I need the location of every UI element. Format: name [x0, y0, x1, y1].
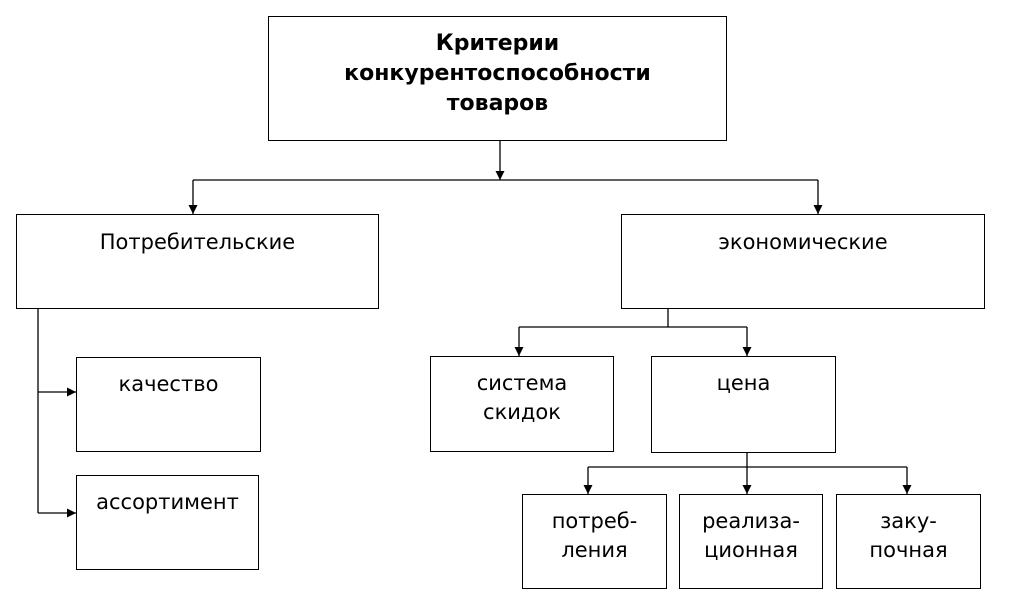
quality-node-label: качество: [118, 372, 219, 396]
root-node: Критерии конкурентоспособности товаров: [268, 16, 727, 141]
purchase-price-node: заку- почная: [836, 494, 981, 589]
consumer-node: Потребительские: [16, 214, 379, 309]
consumption-price-label: потреб- ления: [551, 509, 638, 562]
price-node: цена: [651, 356, 836, 453]
consumption-price-node: потреб- ления: [522, 494, 667, 589]
sales-price-node: реализа- ционная: [679, 494, 823, 589]
root-node-label: Критерии конкурентоспособности товаров: [344, 31, 651, 116]
assortment-node: ассортимент: [76, 475, 259, 570]
consumer-node-label: Потребительские: [99, 230, 296, 254]
quality-node: качество: [76, 357, 261, 452]
assortment-node-label: ассортимент: [96, 490, 239, 514]
discounts-node-label: система скидок: [476, 371, 568, 424]
discounts-node: система скидок: [430, 356, 614, 452]
economic-node-label: экономические: [718, 230, 888, 254]
sales-price-label: реализа- ционная: [702, 509, 800, 562]
purchase-price-label: заку- почная: [869, 509, 948, 562]
economic-node: экономические: [621, 214, 985, 309]
price-node-label: цена: [716, 371, 771, 395]
